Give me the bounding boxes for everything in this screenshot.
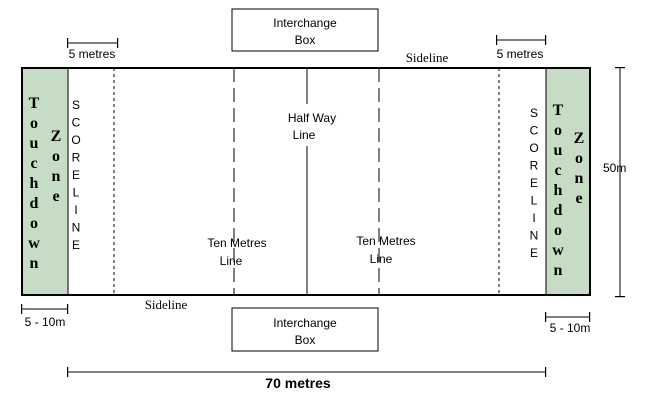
interchange-bottom-line2: Box bbox=[295, 333, 316, 347]
length-label: 70 metres bbox=[265, 375, 331, 391]
five-metres-right-label: 5 metres bbox=[497, 47, 544, 61]
five-metres-left-label: 5 metres bbox=[69, 47, 116, 61]
width-label: 50m bbox=[603, 161, 626, 175]
half-way-label-line1: Half Way bbox=[288, 111, 336, 125]
interchange-bottom-line1: Interchange bbox=[273, 316, 337, 330]
sideline-bottom-label: Sideline bbox=[145, 297, 188, 312]
ten-metres-right-line2: Line bbox=[370, 252, 393, 266]
ten-metres-right-line1: Ten Metres bbox=[356, 234, 415, 248]
touchdown-depth-right-label: 5 - 10m bbox=[550, 321, 591, 335]
sideline-top-label: Sideline bbox=[406, 50, 449, 65]
touchdown-zone-right bbox=[545, 67, 591, 296]
interchange-box-bottom: Interchange Box bbox=[231, 307, 379, 352]
field-boundary bbox=[21, 67, 591, 296]
half-way-label-line2: Line bbox=[293, 128, 316, 142]
interchange-top-line2: Box bbox=[295, 33, 316, 47]
ten-metres-left-line1: Ten Metres bbox=[207, 236, 266, 250]
interchange-box-top: Interchange Box bbox=[231, 8, 379, 52]
ten-metres-left-line2: Line bbox=[220, 254, 243, 268]
interchange-top-line1: Interchange bbox=[273, 16, 337, 30]
touchdown-depth-left-label: 5 - 10m bbox=[25, 315, 66, 329]
